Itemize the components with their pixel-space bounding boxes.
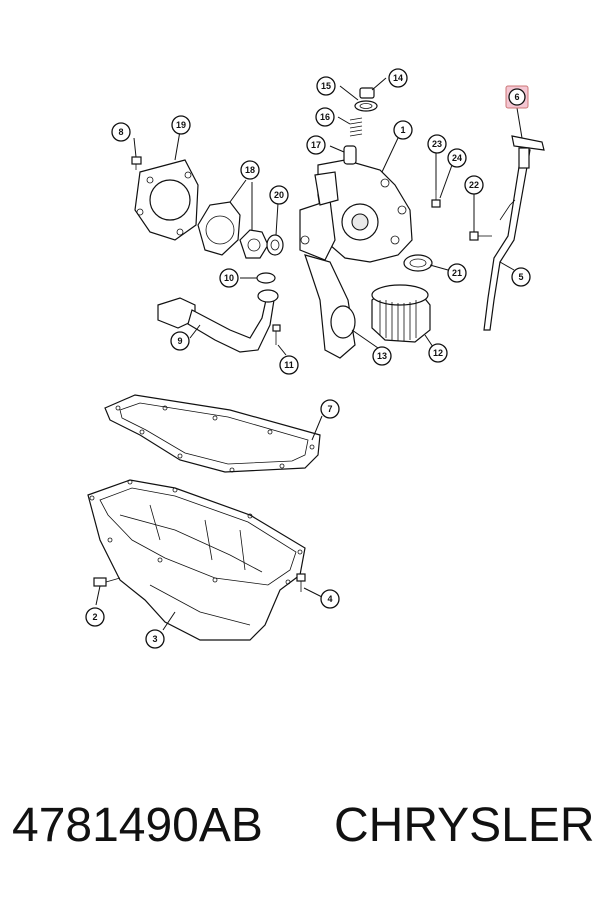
seal-ring <box>266 234 284 256</box>
svg-text:4: 4 <box>327 594 332 604</box>
svg-text:22: 22 <box>469 180 479 190</box>
svg-text:16: 16 <box>320 112 330 122</box>
o-ring <box>256 272 276 284</box>
pump-seal-13 <box>330 305 356 339</box>
svg-text:20: 20 <box>274 190 284 200</box>
callout-8-left: 8 <box>111 122 131 142</box>
callout-4: 4 <box>320 589 340 609</box>
callout-10: 10 <box>219 268 239 288</box>
oil-filter <box>371 284 431 343</box>
callout-7: 7 <box>320 399 340 419</box>
callout-17: 17 <box>306 135 326 155</box>
callout-6-highlighted: 6 <box>505 85 529 109</box>
svg-text:1: 1 <box>400 125 405 135</box>
callout-21: 21 <box>447 263 467 283</box>
dipstick-tube <box>483 147 531 331</box>
callout-13: 13 <box>372 346 392 366</box>
callout-9: 9 <box>170 331 190 351</box>
svg-text:2: 2 <box>92 612 97 622</box>
svg-text:13: 13 <box>377 351 387 361</box>
dipstick-handle <box>511 135 545 169</box>
pickup-bolt <box>272 324 281 345</box>
svg-text:17: 17 <box>311 140 321 150</box>
svg-text:19: 19 <box>176 120 186 130</box>
screw-left <box>131 156 142 170</box>
pump-rotors <box>197 201 269 259</box>
bolt-22 <box>469 231 492 241</box>
callout-20: 20 <box>269 185 289 205</box>
callout-14: 14 <box>388 68 408 88</box>
callout-22: 22 <box>464 175 484 195</box>
part-number-label: 4781490AB <box>12 799 263 852</box>
leader-lines <box>95 77 523 631</box>
pan-bolt <box>296 573 306 592</box>
oil-pan <box>87 479 306 641</box>
svg-text:14: 14 <box>393 73 403 83</box>
svg-text:5: 5 <box>518 272 523 282</box>
callout-23: 23 <box>427 134 447 154</box>
svg-text:7: 7 <box>327 404 332 414</box>
svg-text:10: 10 <box>224 273 234 283</box>
callout-2: 2 <box>85 607 105 627</box>
bolt-23 <box>431 190 441 208</box>
relief-valve-stack <box>343 87 378 165</box>
svg-text:21: 21 <box>452 268 462 278</box>
svg-text:9: 9 <box>177 336 182 346</box>
callout-18: 18 <box>240 160 260 180</box>
svg-text:15: 15 <box>321 81 331 91</box>
callout-24: 24 <box>447 148 467 168</box>
callout-19: 19 <box>171 115 191 135</box>
front-seal <box>403 254 433 272</box>
callout-5: 5 <box>511 267 531 287</box>
exploded-parts-diagram: 15 14 16 17 1 8 19 18 20 10 9 11 13 12 2… <box>85 68 545 649</box>
svg-text:23: 23 <box>432 139 442 149</box>
oil-pan-gasket <box>104 394 321 473</box>
svg-text:24: 24 <box>452 153 462 163</box>
callout-12: 12 <box>428 343 448 363</box>
callout-15: 15 <box>316 76 336 96</box>
callout-1: 1 <box>393 120 413 140</box>
svg-text:6: 6 <box>514 92 519 102</box>
callout-16: 16 <box>315 107 335 127</box>
oil-pickup-tube <box>157 289 279 353</box>
pump-cover-plate <box>134 159 199 241</box>
svg-text:3: 3 <box>152 634 157 644</box>
callout-11: 11 <box>279 355 299 375</box>
callout-3: 3 <box>145 629 165 649</box>
svg-text:8: 8 <box>118 127 123 137</box>
drain-plug <box>93 577 121 587</box>
svg-text:12: 12 <box>433 348 443 358</box>
brand-label: CHRYSLER <box>334 799 595 852</box>
svg-text:18: 18 <box>245 165 255 175</box>
svg-text:11: 11 <box>284 360 294 370</box>
